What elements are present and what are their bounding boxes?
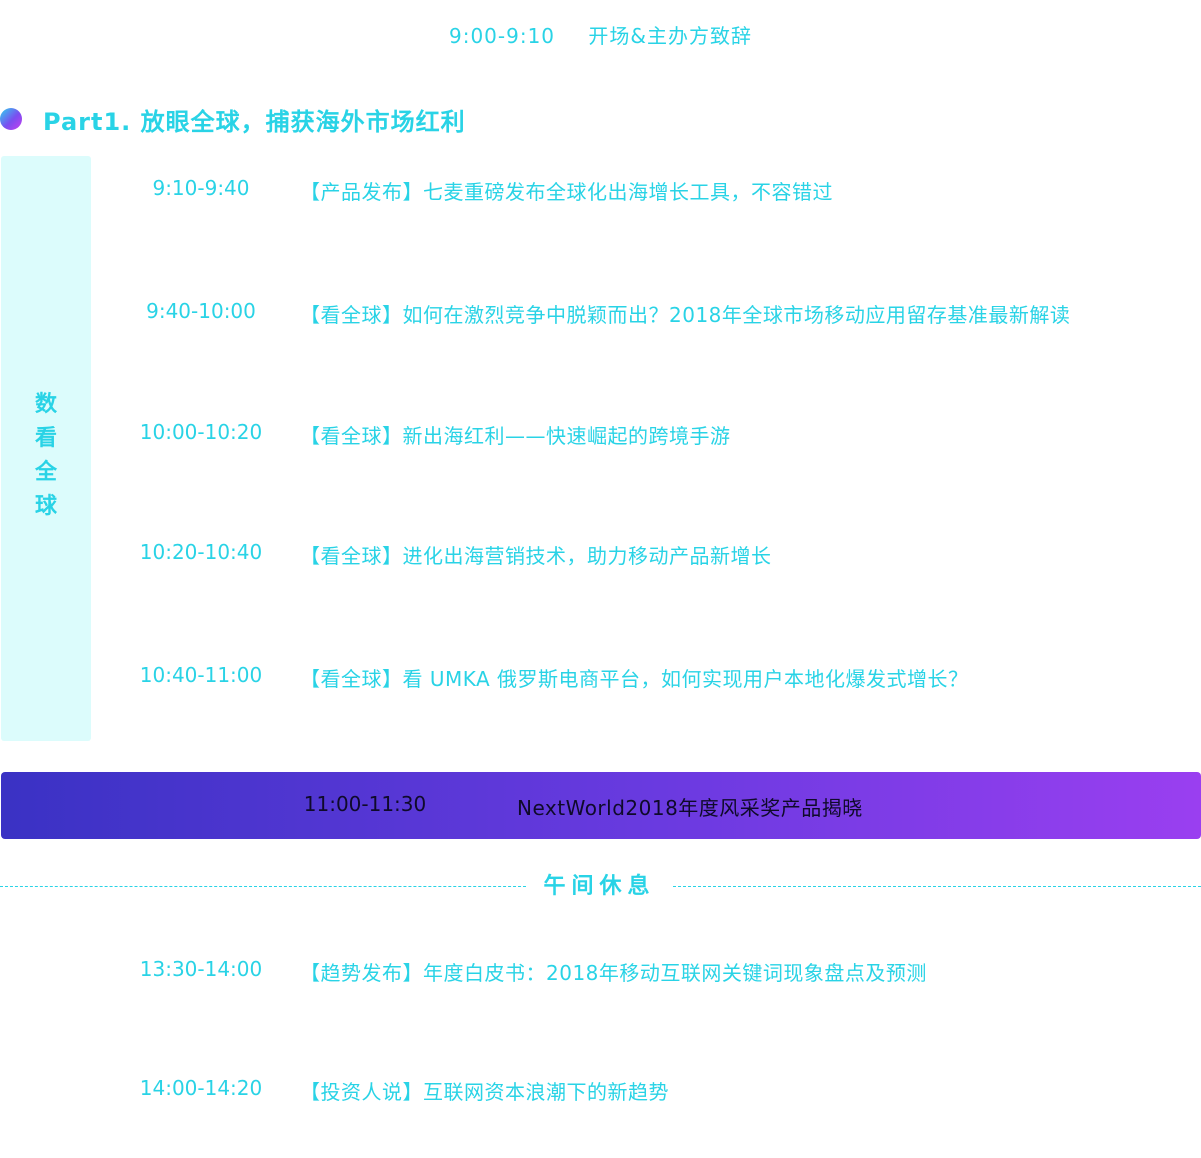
dashed-divider-right	[673, 886, 1201, 887]
side-label-char: 全	[34, 460, 57, 485]
award-time: 11:00-11:30	[303, 792, 427, 816]
session-row: 9:10-9:40 【产品发布】七麦重磅发布全球化出海增长工具，不容错过	[0, 176, 1201, 204]
session-title: 【看全球】进化出海营销技术，助力移动产品新增长	[300, 544, 772, 568]
session-title: 【看全球】新出海红利——快速崛起的跨境手游	[300, 424, 731, 448]
side-label-char: 看	[34, 426, 57, 451]
award-banner: 11:00-11:30 NextWorld2018年度风采奖产品揭晓	[1, 772, 1201, 839]
session-row: 10:20-10:40 【看全球】进化出海营销技术，助力移动产品新增长	[0, 540, 1201, 568]
session-row: 14:00-14:20 【投资人说】互联网资本浪潮下的新趋势	[0, 1076, 1201, 1104]
session-row: 10:00-10:20 【看全球】新出海红利——快速崛起的跨境手游	[0, 420, 1201, 448]
lunch-break-label: 午间休息	[543, 874, 656, 899]
session-time: 9:40-10:00	[146, 299, 256, 323]
side-label-char: 数	[34, 392, 57, 417]
award-title: NextWorld2018年度风采奖产品揭晓	[517, 796, 863, 820]
session-title: 【趋势发布】年度白皮书：2018年移动互联网关键词现象盘点及预测	[300, 961, 927, 985]
session-title: 【看全球】看 UMKA 俄罗斯电商平台，如何实现用户本地化爆发式增长？	[300, 667, 969, 691]
session-time: 10:00-10:20	[139, 420, 263, 444]
lunch-break-divider: 午间休息	[0, 874, 1201, 900]
session-time: 9:10-9:40	[152, 176, 250, 200]
part1-header: Part1. 放眼全球，捕获海外市场红利	[0, 102, 466, 136]
part1-side-label: 数 看 全 球	[0, 388, 92, 524]
session-time: 14:00-14:20	[139, 1076, 263, 1100]
part1-title: Part1. 放眼全球，捕获海外市场红利	[43, 107, 466, 136]
part1-side-panel	[1, 156, 91, 741]
dashed-divider-left	[0, 886, 526, 887]
session-row: 9:40-10:00 【看全球】如何在激烈竞争中脱颖而出？2018年全球市场移动…	[0, 299, 1201, 327]
bullet-dot-icon	[0, 108, 22, 130]
session-time: 10:40-11:00	[139, 663, 263, 687]
session-title: 【投资人说】互联网资本浪潮下的新趋势	[300, 1080, 669, 1104]
session-title: 【看全球】如何在激烈竞争中脱颖而出？2018年全球市场移动应用留存基准最新解读	[300, 303, 1071, 327]
opening-time: 9:00-9:10	[448, 24, 556, 48]
session-time: 13:30-14:00	[139, 957, 263, 981]
session-row: 13:30-14:00 【趋势发布】年度白皮书：2018年移动互联网关键词现象盘…	[0, 957, 1201, 985]
session-time: 10:20-10:40	[139, 540, 263, 564]
side-label-char: 球	[34, 494, 57, 519]
opening-session: 9:00-9:10 开场&主办方致辞	[0, 20, 1201, 49]
session-row: 10:40-11:00 【看全球】看 UMKA 俄罗斯电商平台，如何实现用户本地…	[0, 663, 1201, 691]
opening-title: 开场&主办方致辞	[588, 24, 752, 48]
session-title: 【产品发布】七麦重磅发布全球化出海增长工具，不容错过	[300, 180, 833, 204]
